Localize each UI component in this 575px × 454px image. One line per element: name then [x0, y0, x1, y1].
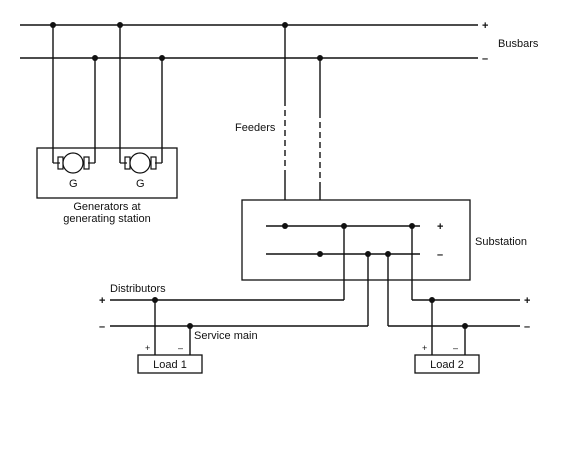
generator-2-icon [120, 152, 162, 174]
generator-1-icon [53, 152, 95, 174]
distributor-plus-sign: + [99, 295, 105, 307]
substation-box [241, 199, 471, 281]
junction-dot [117, 22, 123, 28]
load-1-box [137, 354, 203, 374]
junction-dot [92, 55, 98, 61]
service-main-label: Service main [194, 330, 258, 342]
generating-station-box [36, 147, 178, 199]
substation-label: Substation [475, 236, 527, 248]
busbar-plus-sign: + [482, 20, 488, 32]
busbar-minus-sign: – [482, 53, 488, 65]
load2-minus-sign: – [453, 343, 458, 353]
junction-dot [317, 251, 323, 257]
junction-dot [159, 55, 165, 61]
distributors-label: Distributors [110, 283, 166, 295]
busbars-label: Busbars [498, 38, 539, 50]
junction-dot [50, 22, 56, 28]
feeders-label: Feeders [235, 122, 276, 134]
load2-plus-sign: + [422, 343, 427, 353]
load-1-label: Load 1 [153, 359, 187, 371]
load-2-box [414, 354, 480, 374]
generator-1-letter: G [69, 178, 78, 190]
generator-2-letter: G [136, 178, 145, 190]
generators-caption-line2: generating station [63, 213, 150, 225]
load1-minus-sign: – [178, 343, 183, 353]
substation-minus-sign: – [437, 249, 443, 261]
load-2-label: Load 2 [430, 359, 464, 371]
right-distributor-plus-sign: + [524, 295, 530, 307]
junction-dot [282, 223, 288, 229]
distributor-minus-sign: – [99, 321, 105, 333]
substation-plus-sign: + [437, 221, 443, 233]
load1-plus-sign: + [145, 343, 150, 353]
generators-caption-line1: Generators at [73, 201, 140, 213]
right-distributor-minus-sign: – [524, 321, 530, 333]
